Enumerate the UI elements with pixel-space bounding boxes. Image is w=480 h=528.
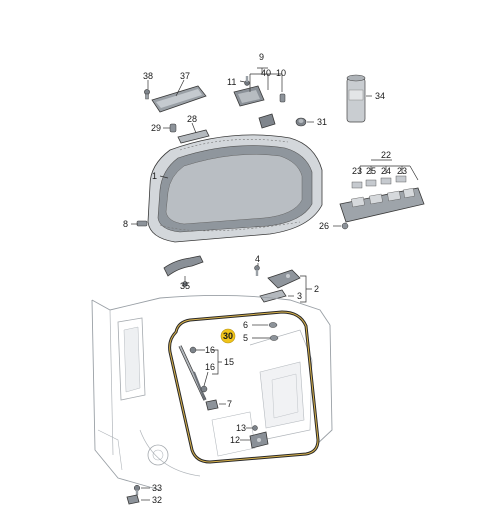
callout-22: 22 bbox=[381, 150, 391, 160]
screw-38 bbox=[144, 89, 150, 100]
callout-37: 37 bbox=[180, 71, 190, 81]
callout-9: 9 bbox=[259, 52, 264, 62]
door-seal-30 bbox=[168, 310, 320, 464]
callout-16b: 16 bbox=[205, 362, 215, 372]
trim-panel-37 bbox=[151, 85, 207, 113]
callout-24: 24 bbox=[381, 166, 391, 176]
bumper-5 bbox=[269, 335, 279, 341]
callout-3: 3 bbox=[297, 291, 302, 301]
callout-25: 25 bbox=[366, 166, 376, 176]
striker-12 bbox=[249, 431, 269, 449]
lamp-housing-22 bbox=[339, 187, 425, 223]
callout-2: 2 bbox=[314, 284, 319, 294]
callout-30: 30 bbox=[223, 331, 233, 341]
nut-32 bbox=[126, 494, 140, 505]
nut-26 bbox=[341, 222, 349, 230]
screw-13 bbox=[252, 425, 258, 431]
lock-cylinder bbox=[258, 113, 276, 129]
tailgate-lid bbox=[147, 134, 323, 243]
callout-10: 10 bbox=[276, 68, 286, 78]
bolt-8 bbox=[136, 220, 148, 227]
callout-5: 5 bbox=[243, 333, 248, 343]
callout-29: 29 bbox=[151, 123, 161, 133]
bolt-4 bbox=[254, 265, 260, 276]
callout-32: 32 bbox=[152, 495, 162, 505]
callout-7: 7 bbox=[227, 399, 232, 409]
callout-31: 31 bbox=[317, 117, 327, 127]
ball-stud-16b bbox=[200, 385, 208, 393]
callout-6: 6 bbox=[243, 320, 248, 330]
bracket-7 bbox=[205, 399, 219, 411]
callout-34: 34 bbox=[375, 91, 385, 101]
leader-lines bbox=[131, 67, 419, 501]
callout-1: 1 bbox=[152, 171, 157, 181]
callout-16a: 16 bbox=[205, 345, 215, 355]
hinge-2 bbox=[267, 269, 301, 289]
spray-can-34 bbox=[346, 74, 366, 123]
callout-33: 33 bbox=[152, 483, 162, 493]
plate-3 bbox=[259, 289, 287, 303]
gas-strut-15 bbox=[178, 345, 207, 401]
ball-stud-16a bbox=[189, 346, 197, 354]
lamp-lens-row bbox=[351, 175, 407, 189]
callout-38: 38 bbox=[143, 71, 153, 81]
grommet-31 bbox=[295, 117, 307, 127]
callout-26: 26 bbox=[319, 221, 329, 231]
callout-15: 15 bbox=[224, 357, 234, 367]
bumper-6 bbox=[268, 322, 278, 328]
callout-23a: 23 bbox=[352, 166, 362, 176]
clip-29 bbox=[169, 123, 177, 133]
callout-11: 11 bbox=[227, 77, 236, 87]
callout-40: 40 bbox=[261, 68, 271, 78]
callout-12: 12 bbox=[230, 435, 240, 445]
switch-11 bbox=[244, 76, 250, 86]
callout-labels: 38 37 9 40 10 11 34 28 29 31 1 22 23 25 … bbox=[123, 52, 407, 505]
vehicle-body bbox=[91, 294, 333, 491]
callout-4: 4 bbox=[255, 254, 260, 264]
callout-13: 13 bbox=[236, 423, 246, 433]
callout-30-badge bbox=[220, 328, 236, 344]
callout-8: 8 bbox=[123, 219, 128, 229]
callout-23b: 23 bbox=[397, 166, 407, 176]
callout-35: 35 bbox=[180, 281, 190, 291]
handle-assembly-40 bbox=[233, 85, 265, 107]
strip-28 bbox=[177, 129, 210, 144]
screw-33 bbox=[133, 484, 141, 495]
callout-28: 28 bbox=[187, 114, 197, 124]
clip-10 bbox=[279, 93, 286, 103]
